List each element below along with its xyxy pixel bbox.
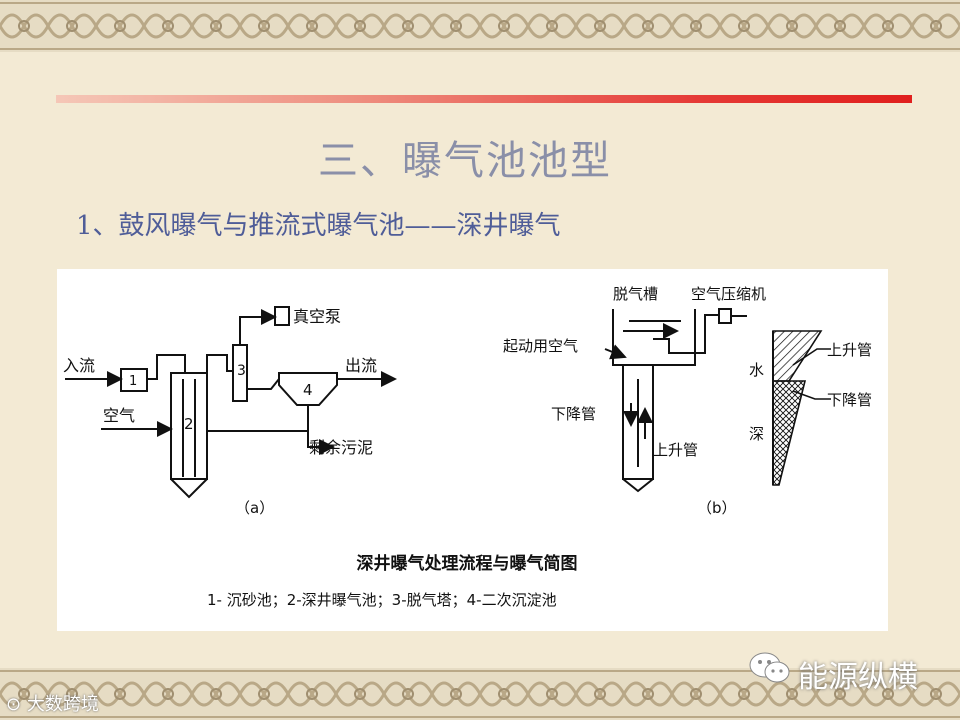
label-depth-water: 水 <box>749 361 764 379</box>
label-excess-sludge: 剩余污泥 <box>309 438 373 457</box>
label-startup-air: 起动用空气 <box>503 337 578 355</box>
deep-well-aeration-diagram: 入流 空气 真空泵 出流 剩余污泥 1 2 3 4 （a） <box>63 285 872 609</box>
slide-title: 三、曝气池池型 <box>318 138 612 184</box>
label-panel-b: （b） <box>697 499 737 517</box>
label-panel-a: （a） <box>235 499 274 517</box>
panel-b-well <box>604 308 747 493</box>
label-outflow: 出流 <box>345 356 377 375</box>
label-air-compressor: 空气压缩机 <box>691 285 766 303</box>
label-depth-deep: 深 <box>749 425 764 443</box>
label-legend-riser: 上升管 <box>827 341 872 359</box>
riser-profile <box>772 330 823 382</box>
vacuum-pump-box <box>274 306 290 326</box>
logo-icon: ⊙ <box>6 694 22 715</box>
label-riser-b: 上升管 <box>653 441 698 459</box>
watermark-right: 能源纵横 <box>798 660 918 695</box>
label-unit-4: 4 <box>303 381 313 399</box>
downcomer-profile <box>772 380 807 486</box>
label-inflow: 入流 <box>63 356 95 375</box>
label-vacuum-pump: 真空泵 <box>293 307 341 326</box>
panel-a-flow <box>65 306 397 499</box>
unit-2-bottom <box>170 478 208 499</box>
watermark-left-text: 大数跨境 <box>26 694 99 715</box>
pipe-2-3 <box>206 354 233 373</box>
decorative-border-top <box>0 0 960 52</box>
compressor-box <box>718 308 732 324</box>
excess-sludge-arrow <box>307 431 335 455</box>
pipe-1-2 <box>147 354 169 380</box>
label-legend-downcomer: 下降管 <box>827 391 872 409</box>
label-downcomer: 下降管 <box>551 405 596 423</box>
figure-panel: 入流 空气 真空泵 出流 剩余污泥 1 2 3 4 （a） <box>57 269 888 631</box>
degassing-tank-outline <box>612 309 696 366</box>
pipe-3-4 <box>247 378 280 390</box>
wechat-icon <box>749 652 790 683</box>
figure-caption: 深井曝气处理流程与曝气简图 <box>357 553 578 574</box>
pipe-to-vacuum <box>239 309 277 345</box>
label-unit-3: 3 <box>237 363 246 379</box>
unit-4-clarifier <box>278 372 338 406</box>
pipe-into-well <box>169 354 186 373</box>
label-air: 空气 <box>103 406 135 425</box>
slide-subtitle: 1、鼓风曝气与推流式曝气池——深井曝气 <box>76 211 561 241</box>
compressor-pipe <box>695 314 719 354</box>
depth-profile <box>772 330 831 486</box>
accent-line <box>56 95 912 103</box>
label-degassing-tank: 脱气槽 <box>613 285 658 303</box>
figure-legend-text: 1- 沉砂池；2-深井曝气池；3-脱气塔；4-二次沉淀池 <box>207 591 557 609</box>
label-unit-2: 2 <box>184 415 194 433</box>
startup-air-pipe <box>653 338 695 354</box>
label-unit-1: 1 <box>129 374 137 389</box>
decorative-border-bottom <box>0 668 960 720</box>
sludge-return <box>207 405 309 432</box>
watermark-left: ⊙ 大数跨境 <box>6 690 99 716</box>
